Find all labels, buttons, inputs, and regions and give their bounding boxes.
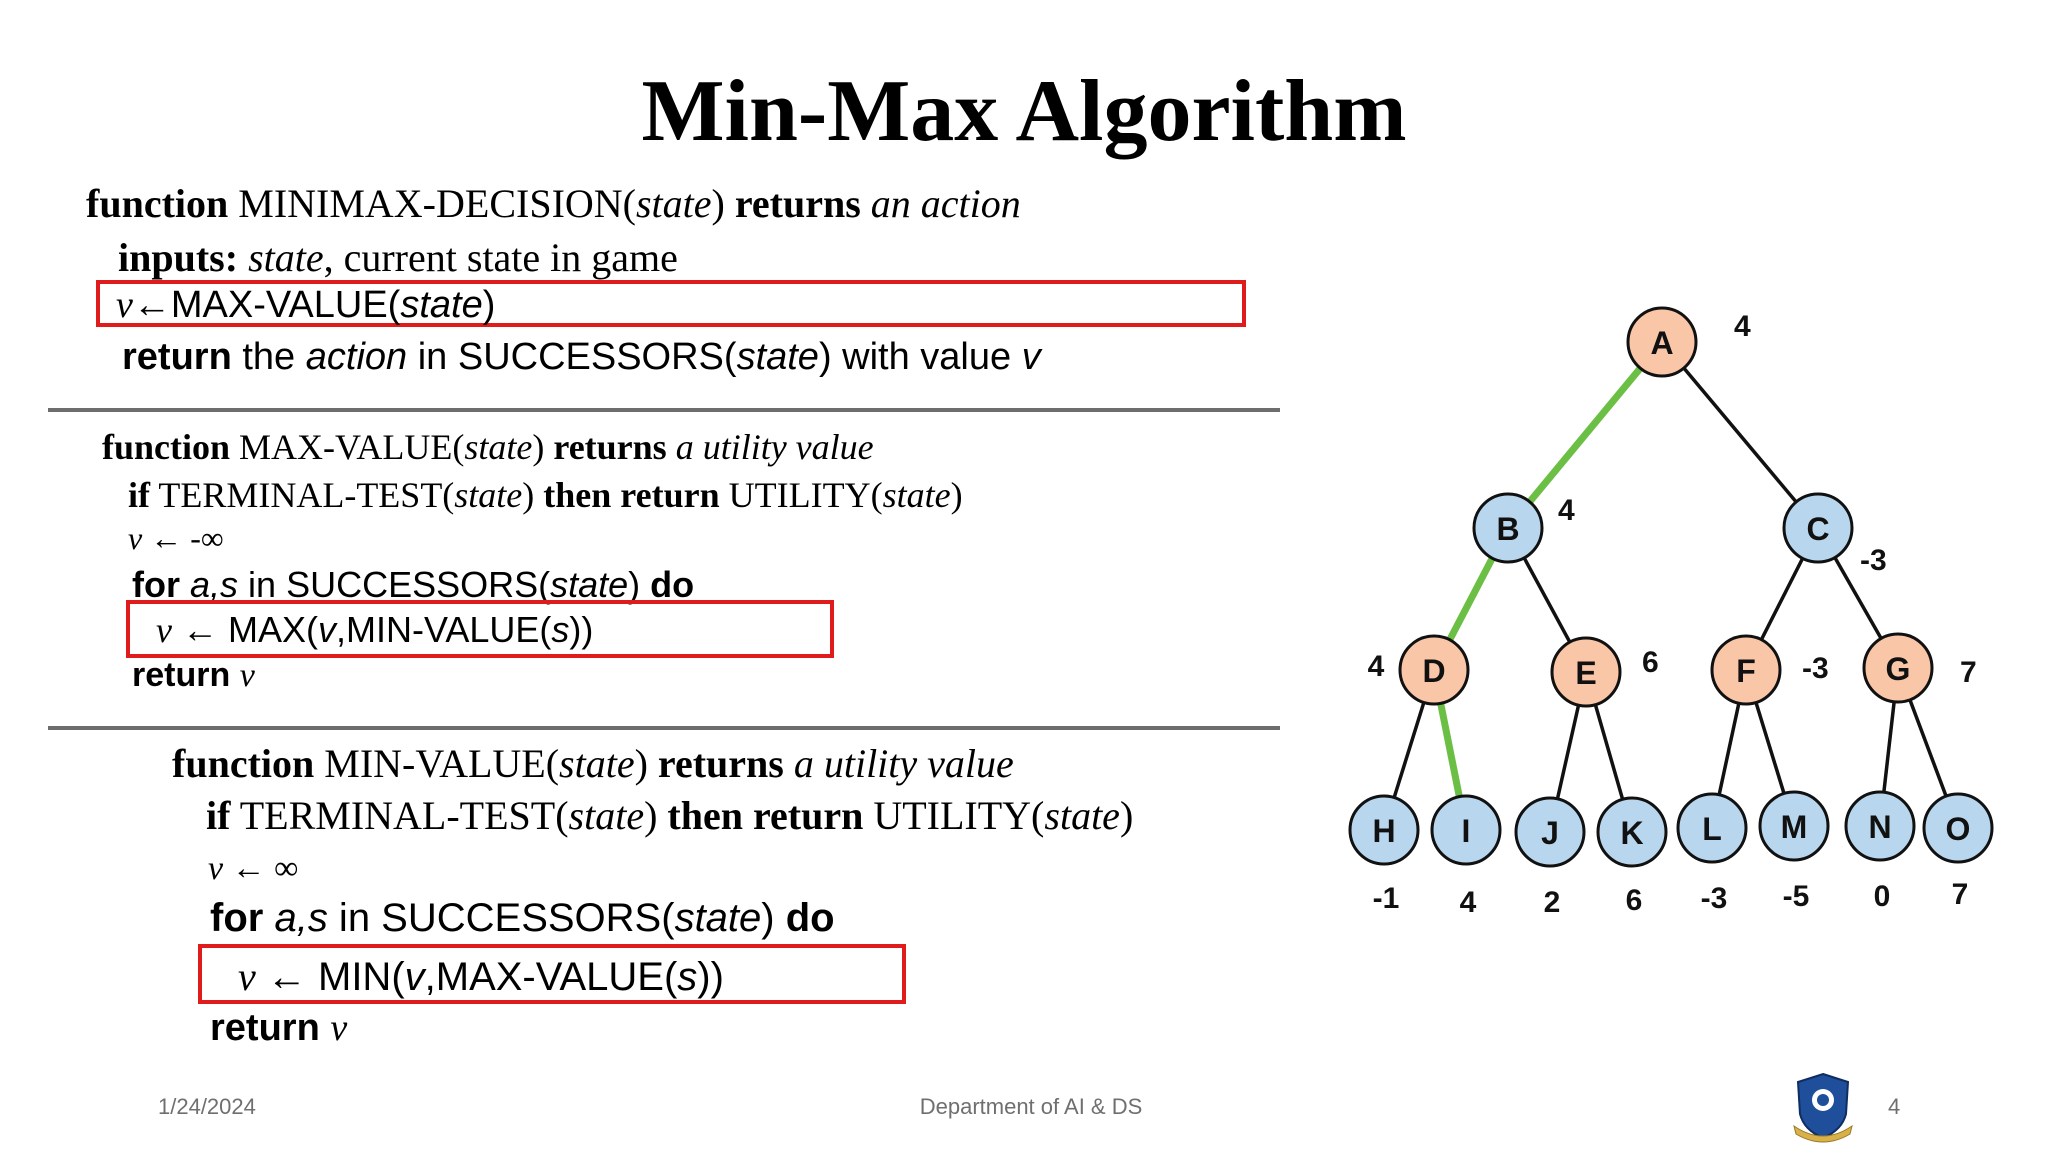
node-circle [1398, 634, 1470, 706]
min-value-line-3: v ← ∞ [208, 850, 299, 887]
tree-node-H: H -1 [1348, 794, 1420, 915]
node-value: 0 [1874, 880, 1891, 913]
node-circle [1862, 632, 1934, 704]
node-label: J [1541, 815, 1559, 851]
tree-edge-AC [1660, 340, 1820, 530]
node-circle [1676, 792, 1748, 864]
node-value: -1 [1373, 882, 1400, 915]
tree-node-B: B4 [1472, 492, 1575, 564]
node-label: A [1650, 325, 1673, 361]
node-value: 6 [1626, 884, 1643, 917]
min-value-line-2: if TERMINAL-TEST(state) then return UTIL… [206, 793, 1134, 838]
tree-node-J: J2 [1514, 796, 1586, 919]
node-value: 2 [1544, 886, 1561, 919]
node-label: L [1702, 811, 1722, 847]
highlight-box-min [198, 944, 906, 1004]
tree-node-N: N0 [1844, 790, 1916, 913]
tree-node-I: I4 [1430, 794, 1502, 919]
footer-page-number: 4 [1888, 1094, 1901, 1119]
max-value-line-2: if TERMINAL-TEST(state) then return UTIL… [128, 475, 963, 515]
node-circle [1626, 306, 1698, 378]
footer-department: Department of AI & DS [919, 1094, 1143, 1119]
tree-node-M: M -5 [1758, 790, 1830, 913]
node-value: 4 [1460, 886, 1477, 919]
min-value-line-6: return v [210, 1007, 348, 1049]
tree-node-F: F -3 [1710, 634, 1829, 706]
node-circle [1348, 794, 1420, 866]
node-label: H [1372, 813, 1395, 849]
node-label: C [1806, 511, 1829, 547]
node-value: -3 [1860, 544, 1887, 577]
node-value: 7 [1952, 878, 1969, 911]
node-label: M [1781, 809, 1808, 845]
node-label: G [1886, 651, 1911, 687]
decision-line-1: function MINIMAX-DECISION(state) returns… [86, 181, 1021, 226]
slide-title: Min-Max Algorithm [641, 63, 1407, 160]
node-circle [1844, 790, 1916, 862]
node-circle [1922, 792, 1994, 864]
node-value: -3 [1701, 882, 1728, 915]
divider-2 [48, 726, 1280, 730]
max-value-line-3: v ← -∞ [128, 520, 224, 556]
footer-date: 1/24/2024 [158, 1094, 256, 1119]
min-value-line-4: for a,s in SUCCESSORS(state) do [210, 896, 835, 940]
node-label: E [1575, 655, 1596, 691]
max-value-line-5: v ← MAX(v,MIN-VALUE(s)) [156, 609, 594, 650]
node-value: 6 [1642, 646, 1659, 679]
node-label: F [1736, 653, 1756, 689]
min-value-line-1: function MIN-VALUE(state) returns a util… [172, 741, 1014, 786]
node-value: -5 [1783, 880, 1810, 913]
node-label: B [1496, 511, 1519, 547]
node-circle [1550, 636, 1622, 708]
node-circle [1758, 790, 1830, 862]
node-value: 4 [1368, 650, 1385, 683]
tree-node-C: C -3 [1782, 492, 1887, 577]
node-circle [1782, 492, 1854, 564]
node-value: 4 [1734, 310, 1751, 343]
node-circle [1514, 796, 1586, 868]
max-value-line-4: for a,s in SUCCESSORS(state) do [132, 564, 695, 605]
node-circle [1430, 794, 1502, 866]
node-value: 7 [1960, 656, 1977, 689]
node-label: D [1422, 653, 1445, 689]
node-circle [1710, 634, 1782, 706]
decision-line-3: v←MAX-VALUE(state) [116, 284, 496, 326]
tree-node-D: D4 [1368, 634, 1470, 706]
tree-edge-AB [1505, 339, 1665, 531]
tree-node-L: L -3 [1676, 792, 1748, 915]
decision-line-4: return the action in SUCCESSORS(state) w… [122, 336, 1041, 378]
highlight-box-decision [96, 280, 1246, 327]
divider-1 [48, 408, 1280, 412]
highlight-box-max [126, 600, 834, 658]
max-value-line-6: return v [132, 656, 255, 694]
node-circle [1596, 796, 1668, 868]
node-label: N [1868, 809, 1891, 845]
college-emblem-icon [1793, 1072, 1853, 1143]
node-value: 4 [1558, 494, 1575, 527]
node-value: -3 [1802, 652, 1829, 685]
node-label: K [1620, 815, 1643, 851]
tree-node-O: O7 [1922, 792, 1994, 911]
node-circle [1472, 492, 1544, 564]
min-value-line-5: v ← MIN(v,MAX-VALUE(s)) [238, 954, 724, 999]
max-value-line-1: function MAX-VALUE(state) returns a util… [102, 427, 874, 467]
node-label: I [1462, 813, 1471, 849]
node-label: O [1946, 811, 1971, 847]
tree-node-K: K6 [1596, 796, 1668, 917]
decision-line-2: inputs: state, current state in game [118, 235, 678, 280]
